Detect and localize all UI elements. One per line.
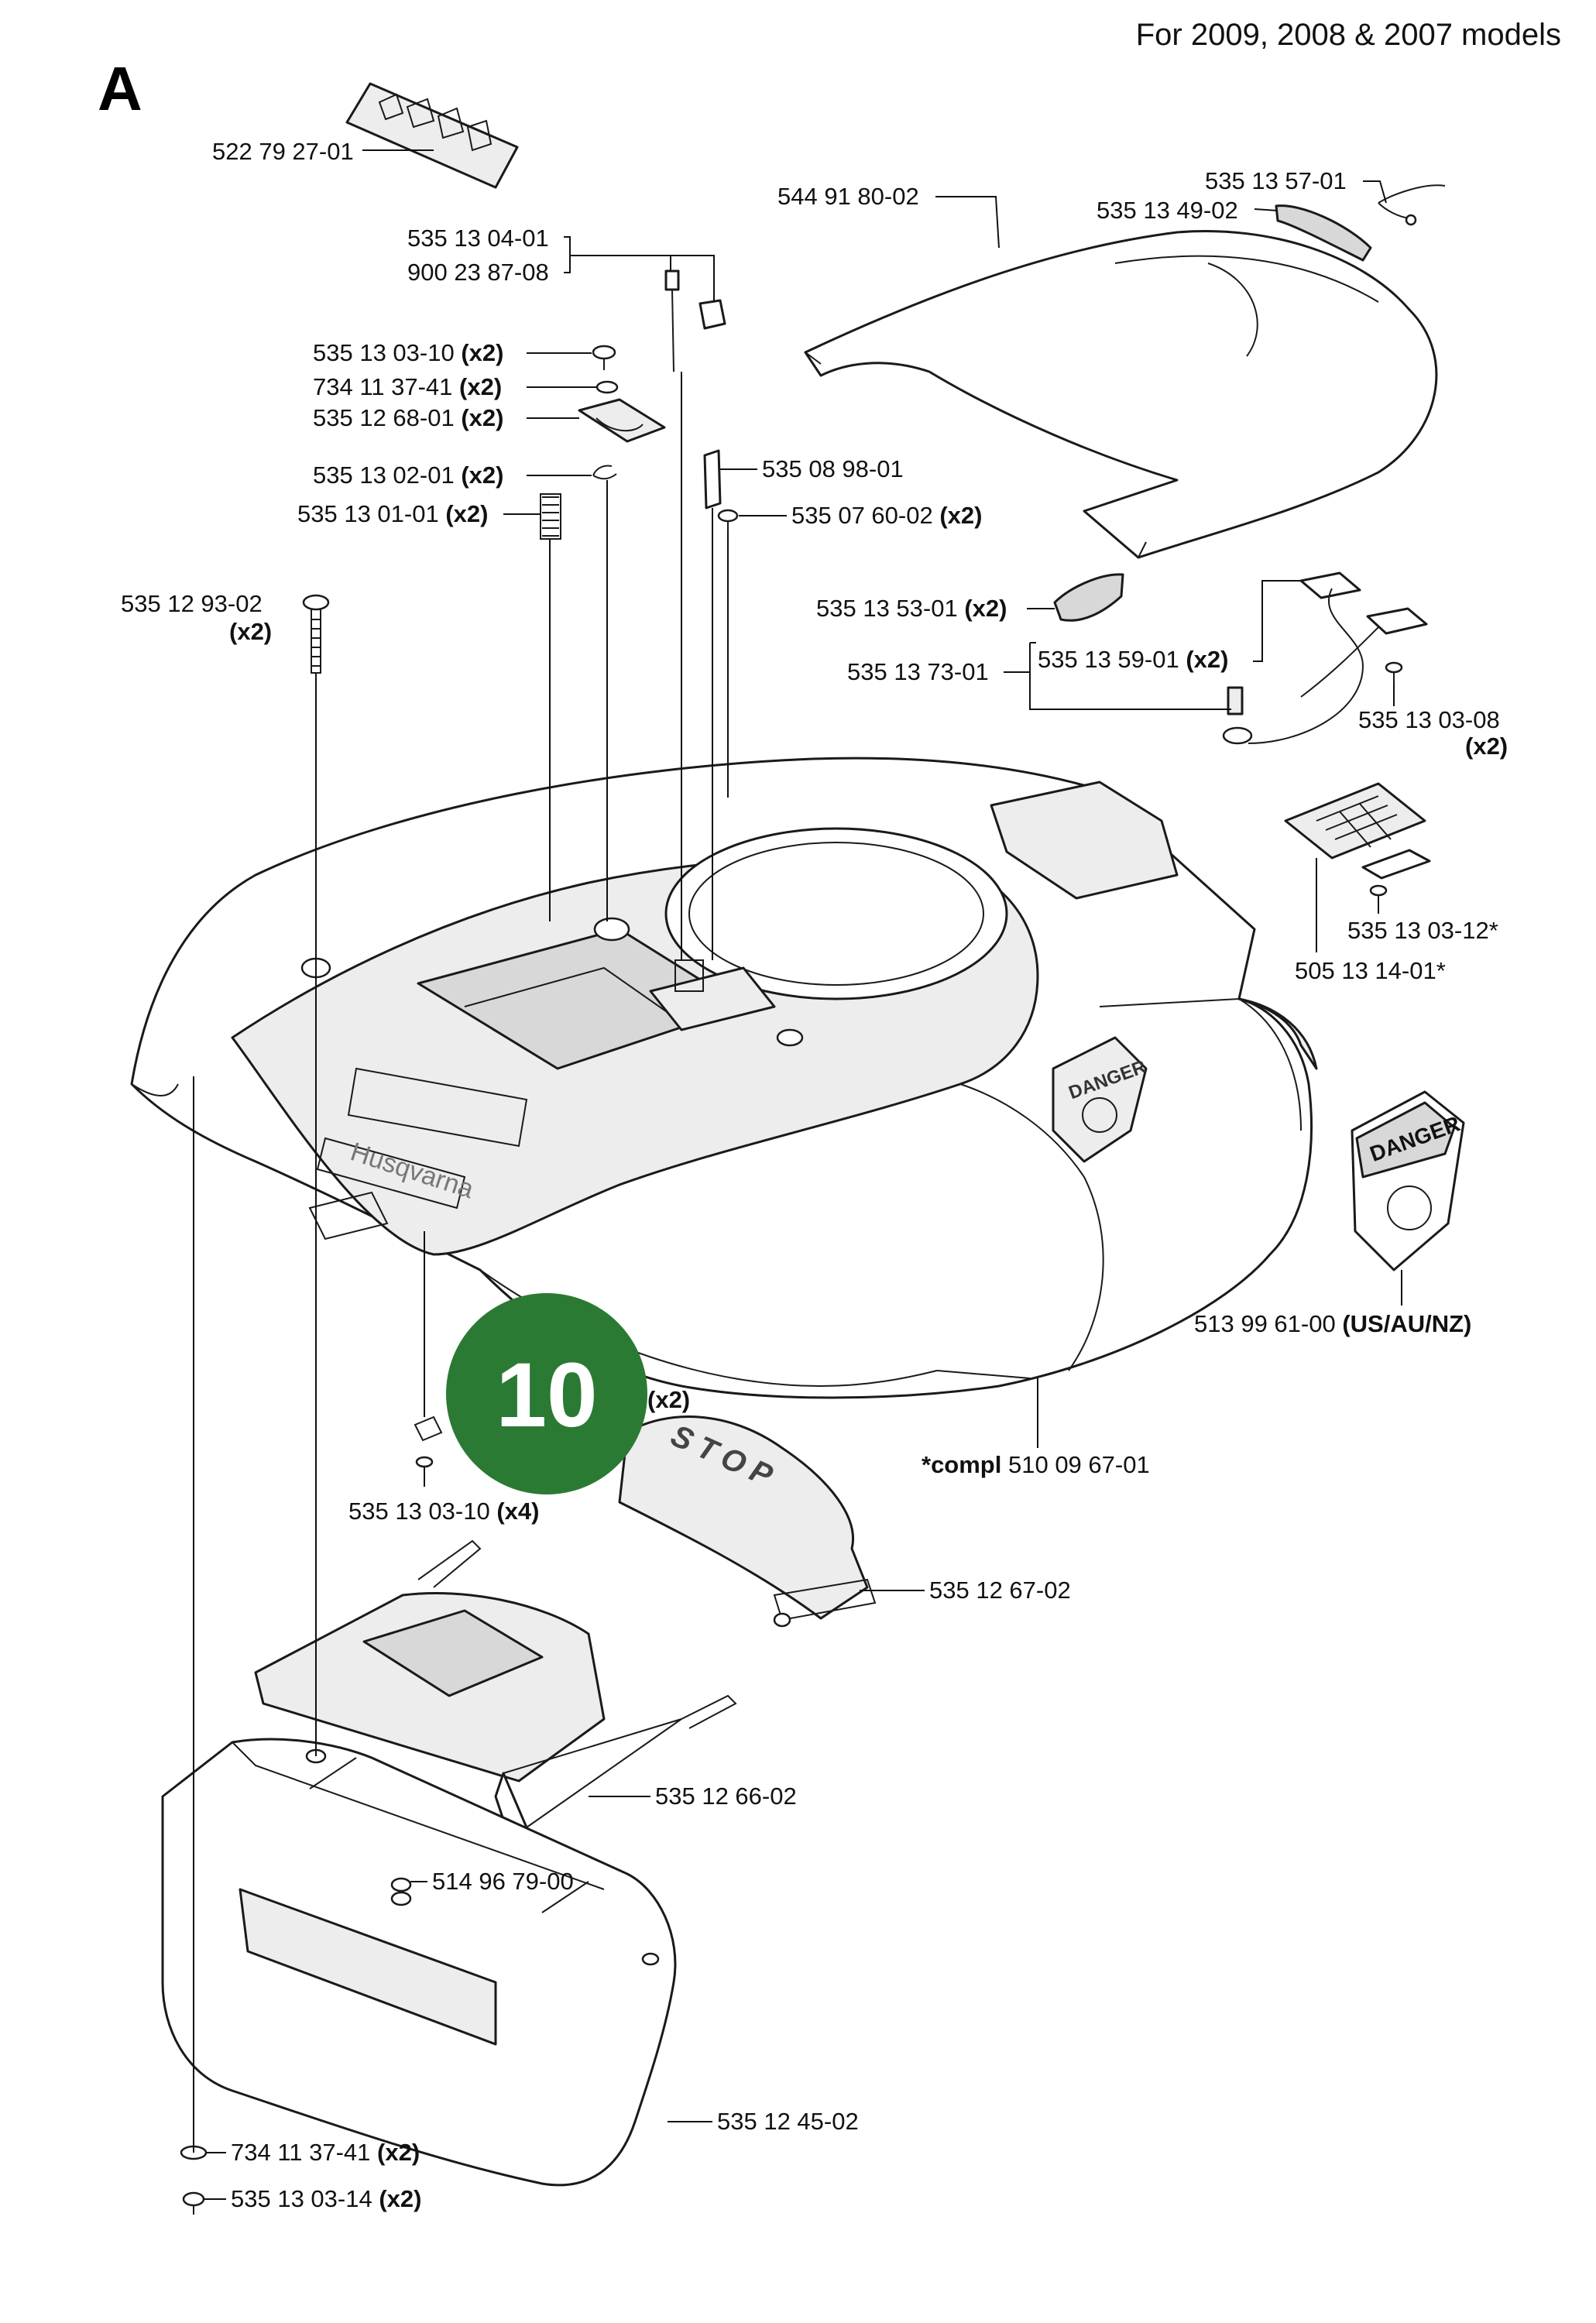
callout-qty: (x2)	[461, 404, 503, 431]
callout-label: 535 13 02-01 (x2)	[313, 462, 503, 489]
callout-part-number: 535 12 66-02	[655, 1783, 797, 1810]
callout-part-number: 535 07 60-02	[791, 502, 933, 529]
front-bumper	[161, 1738, 677, 2187]
callout-label: 535 13 03-10 (x4)	[348, 1498, 539, 1525]
callout-part-number: 535 13 03-08	[1358, 706, 1500, 733]
callout-part-number: 535 13 02-01	[313, 462, 455, 489]
callout-qty: (US/AU/NZ)	[1342, 1310, 1471, 1337]
callout-part-number: 535 13 03-10	[348, 1498, 490, 1525]
spring-535-13-01-01	[540, 493, 561, 540]
callout-label: 535 13 53-01 (x2)	[816, 595, 1007, 622]
callout-qty: (x2)	[939, 502, 982, 529]
callout-qty: (x2)	[379, 2185, 421, 2212]
callout-qty: (x2)	[461, 462, 503, 489]
screw-535-13-03-12	[1369, 884, 1388, 897]
cable-clip	[698, 299, 726, 330]
callout-part-number: 535 13 59-01	[1038, 646, 1179, 673]
magnet-holder	[1053, 573, 1124, 622]
callout-qty: (x2)	[459, 373, 502, 400]
callout-part-number: 734 11 37-41	[231, 2139, 370, 2166]
callout-part-number: 513 99 61-00	[1194, 1310, 1336, 1337]
callout-part-number: 535 13 03-14	[231, 2185, 372, 2212]
callout-label: 535 13 03-10 (x2)	[313, 339, 503, 366]
screw-535-13-03-10-top	[592, 345, 616, 370]
connector-535-08-98-01	[703, 449, 722, 510]
callout-label: 535 13 01-01 (x2)	[297, 500, 488, 527]
callout-qty: (x2)	[964, 595, 1007, 622]
callout-part-number: 535 13 01-01	[297, 500, 439, 527]
charging-hatch	[1284, 782, 1431, 880]
callout-label: 535 13 59-01 (x2)	[1038, 646, 1228, 673]
callout-part-number: 535 13 03-10	[313, 339, 455, 366]
callout-part-number: 900 23 87-08	[407, 259, 549, 286]
callout-qty: (x2)	[1465, 733, 1508, 760]
callout-part-number: 535 13 04-01	[407, 225, 549, 252]
callout-part-number: 505 13 14-01*	[1295, 957, 1446, 984]
callout-part-number: 734 11 37-41	[313, 373, 452, 400]
callout-qty: (x2)	[461, 339, 503, 366]
lid-handle	[1275, 204, 1372, 262]
screw-535-13-03-08	[1385, 661, 1403, 681]
badge-number: 10	[496, 1344, 597, 1446]
callout-label: 734 11 37-41 (x2)	[231, 2139, 420, 2166]
long-bolt-535-12-93-02	[302, 594, 330, 674]
upper-body-cover	[130, 757, 1318, 1399]
lug-and-screw-x4	[414, 1415, 443, 1468]
lid-spring	[1378, 184, 1446, 226]
callout-part-number: 535 12 45-02	[717, 2108, 859, 2135]
nut-514-96-79-00	[390, 1877, 412, 1892]
callout-label: 535 13 03-14 (x2)	[231, 2185, 421, 2212]
callout-qty: (x2)	[229, 618, 272, 645]
bracket-535-12-68-01	[578, 398, 666, 443]
callout-labels: 522 79 27-01 544 91 80-02 535 13 57-01 5…	[121, 138, 1508, 2212]
callout-qty: (x2)	[647, 1386, 690, 1413]
callout-part-number: 535 13 53-01	[816, 595, 958, 622]
callout-part-number: 535 13 49-02	[1097, 197, 1238, 224]
sensor-cable-assembly	[1222, 571, 1428, 745]
callout-part-number: 514 96 79-00	[432, 1868, 574, 1895]
callout-part-number: 535 13 03-12*	[1347, 917, 1498, 944]
callout-label: 734 11 37-41 (x2)	[313, 373, 502, 400]
screw-535-07-60-02	[717, 509, 739, 531]
callout-label: 513 99 61-00 (US/AU/NZ)	[1194, 1310, 1471, 1337]
warning-decal-sheet	[345, 82, 519, 189]
callout-part-number: 522 79 27-01	[212, 138, 354, 165]
cable-tie	[664, 269, 680, 372]
callout-qty: (x2)	[1186, 646, 1228, 673]
callout-part-number: 535 12 67-02	[929, 1577, 1071, 1604]
front-cover-plate	[254, 1539, 737, 1844]
leader-lines	[193, 149, 1402, 2200]
callout-part-number: 535 12 68-01	[313, 404, 455, 431]
callout-part-number: 510 09 67-01	[1008, 1451, 1150, 1478]
callout-part-number: 535 08 98-01	[762, 455, 904, 482]
section-letter: A	[98, 54, 142, 123]
screw-535-13-03-14	[182, 2191, 205, 2215]
stop-button-cover	[618, 1415, 877, 1628]
callout-label: 535 12 68-01 (x2)	[313, 404, 503, 431]
callout-qty: (x4)	[496, 1498, 539, 1525]
callout-part-number: 544 91 80-02	[777, 183, 919, 210]
models-note: For 2009, 2008 & 2007 models	[1136, 18, 1561, 52]
callout-qty: (x2)	[377, 2139, 420, 2166]
spring-clip-535-13-02-01	[592, 465, 617, 480]
callout-label: *compl 510 09 67-01	[922, 1451, 1150, 1478]
callout-part-number: 535 13 73-01	[847, 658, 989, 685]
callout-part-number: 535 12 93-02	[121, 590, 263, 617]
item-number-badge: 10	[446, 1293, 647, 1494]
top-lid	[804, 229, 1438, 559]
callout-part-number: 535 13 57-01	[1205, 167, 1347, 194]
badge-circle	[446, 1293, 647, 1494]
danger-decal-loose	[1351, 1090, 1465, 1271]
callout-qty: (x2)	[445, 500, 488, 527]
callout-label: 535 07 60-02 (x2)	[791, 502, 982, 529]
callout-qty: *compl	[922, 1451, 1001, 1478]
washer-734-11-37-41	[595, 380, 619, 394]
